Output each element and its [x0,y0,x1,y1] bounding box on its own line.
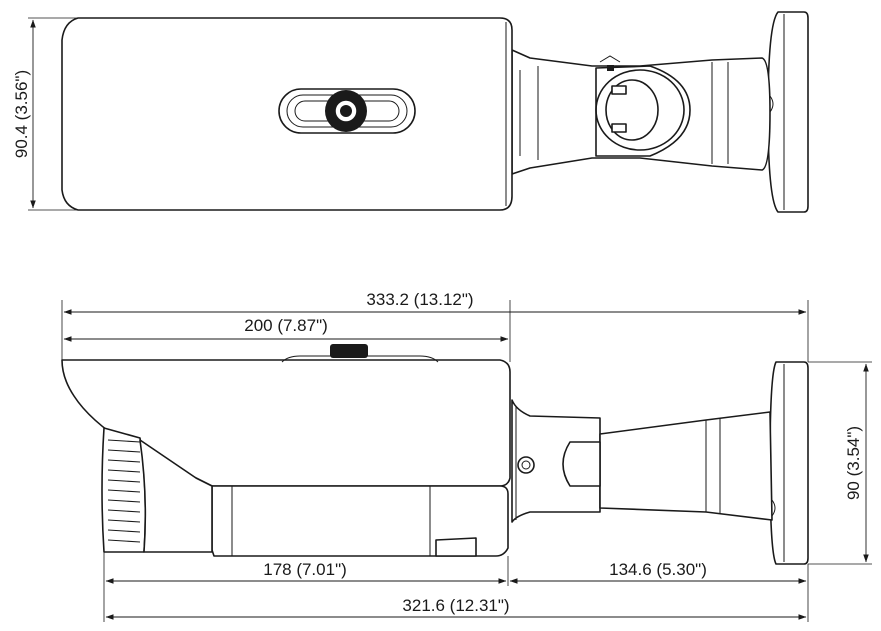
total-length-label: 321.6 (12.31") [402,596,509,615]
top-view-knob [278,88,416,134]
top-view: 90.4 (3.56") [12,11,809,213]
mount-height-label: 90 (3.54") [844,426,863,500]
side-view-lens-fins [101,427,213,553]
side-view-body [211,485,509,557]
body-length-label: 178 (7.01") [263,560,347,579]
bracket-length-label: 134.6 (5.30") [609,560,707,579]
top-view-wall-mount [511,11,809,213]
top-view-height-label: 90.4 (3.56") [12,70,31,158]
hood-length-label: 200 (7.87") [244,316,328,335]
side-view-wall-mount [511,361,809,565]
overall-length-label: 333.2 (13.12") [366,290,473,309]
side-view: 333.2 (13.12") 200 (7.87") 178 (7.01") 1… [61,290,872,622]
